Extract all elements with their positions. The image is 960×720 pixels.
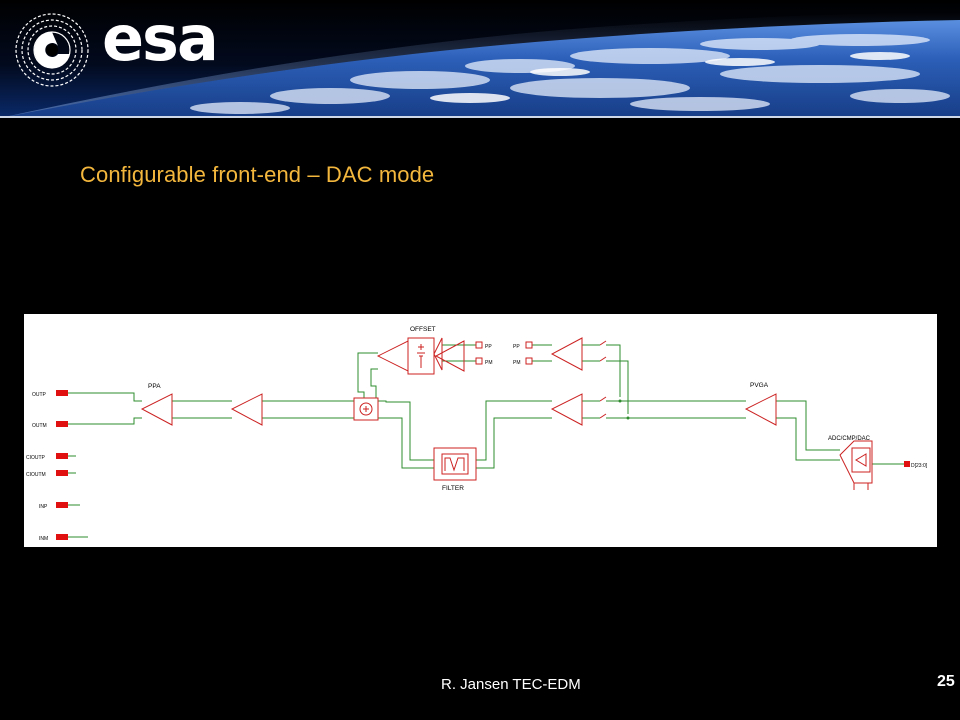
label-cioutm: CIOUTM	[26, 472, 46, 478]
page-number: 25	[937, 673, 955, 690]
label-filter: FILTER	[442, 485, 464, 492]
upper-amplifier	[550, 337, 583, 371]
label-pp-upper: PP	[513, 344, 520, 350]
mid-amplifier	[550, 393, 583, 426]
pin-outm	[56, 421, 68, 427]
esa-logo-text: esa	[102, 2, 219, 75]
pin-outp	[56, 390, 68, 396]
slide-footer: R. Jansen TEC-EDM	[441, 676, 581, 693]
label-inp: INP	[39, 504, 48, 510]
pin-inm	[56, 534, 68, 540]
pin-inp	[56, 502, 68, 508]
label-dout: D[23:0]	[911, 463, 928, 469]
pin-cioutm	[56, 470, 68, 476]
label-pm-offset: PM	[485, 360, 493, 366]
pin-cioutp	[56, 453, 68, 459]
offset-block	[376, 337, 465, 375]
pin-pm-upper	[525, 357, 533, 365]
banner-divider	[0, 116, 960, 118]
label-pvga: PVGA	[750, 382, 769, 389]
pin-pm-offset	[475, 357, 483, 365]
buffer-amplifier	[230, 393, 263, 426]
label-pp-offset: PP	[485, 344, 492, 350]
esa-emblem-icon	[15, 13, 89, 87]
pvga-amplifier	[744, 393, 777, 426]
front-end-schematic: OFFSET PPA PVGA FILTER ADC/CMP/DAC PP PM…	[24, 314, 937, 547]
label-outm: OUTM	[32, 423, 47, 429]
label-adc: ADC/CMP/DAC	[828, 436, 871, 442]
adc-cmp-dac-block	[839, 440, 873, 490]
header-banner: esa	[0, 0, 960, 118]
summing-node	[353, 397, 379, 421]
label-outp: OUTP	[32, 392, 47, 398]
label-ppa: PPA	[148, 383, 161, 390]
label-inm: INM	[39, 536, 48, 542]
signal-wires	[68, 344, 904, 538]
label-cioutp: CIOUTP	[26, 455, 46, 461]
mode-switches	[599, 340, 607, 419]
label-pm-upper: PM	[513, 360, 521, 366]
ppa-amplifier	[140, 393, 173, 426]
earth-horizon-image	[0, 0, 960, 118]
filter-block	[433, 447, 477, 481]
label-offset: OFFSET	[410, 326, 436, 333]
pin-dout	[904, 461, 910, 467]
slide-title: Configurable front-end – DAC mode	[80, 162, 435, 187]
wire-junctions	[618, 399, 630, 420]
pin-pp-offset	[475, 341, 483, 349]
io-pins	[56, 390, 910, 540]
pin-pp-upper	[525, 341, 533, 349]
